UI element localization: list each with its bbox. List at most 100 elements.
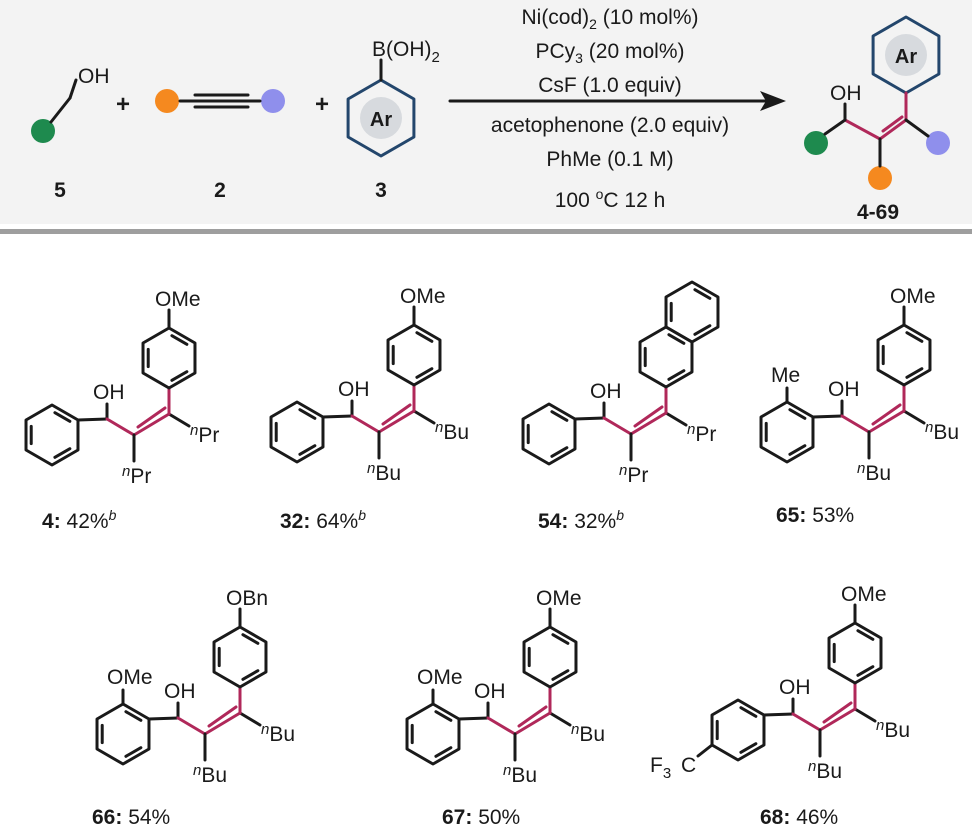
compound-67-upper-aryl-ring-inner-bond: [551, 633, 570, 645]
compound-67-double-bond: [513, 711, 552, 736]
compound-32-upper-aryl-ring: [386, 323, 442, 387]
compound-32-bond-red: [350, 414, 381, 434]
compound-66-ortho-substituent-label: OMe: [107, 666, 153, 689]
compound-66-upper-aryl-ring-inner-bond: [241, 633, 260, 645]
compound-66-alkyl-bond: [238, 711, 262, 727]
reaction-scheme-panel: [0, 0, 972, 224]
compound-65-bond-red: [840, 414, 871, 434]
product-orange-substituent: [868, 166, 892, 190]
compound-54-naphthyl-ring-b-inner-bond: [693, 288, 712, 300]
compound-66-double-bond: [207, 705, 238, 728]
condition-solvent: PhMe (0.1 M): [546, 148, 674, 171]
compound-4-alkyl-label-lower: nPr: [122, 463, 151, 488]
compound-32-upper-aryl-ring-inner-bond: [415, 331, 434, 343]
compound-65-upper-aryl-ring-inner-bond: [905, 367, 924, 379]
compound-65-double-bond: [871, 403, 902, 426]
reagent-3-aryl-ring: [346, 78, 416, 158]
compound-66-left-aryl-ring-inner-bond: [124, 710, 143, 722]
compound-4-left-aryl-ring-inner-bond: [53, 447, 72, 459]
section-divider: [0, 229, 972, 234]
compound-54-bond-red: [602, 416, 633, 436]
compound-4-bond: [76, 417, 109, 422]
compound-54-left-aryl-ring-inner-bond: [550, 410, 569, 422]
compound-68-cf3-label: F3: [650, 754, 671, 782]
compound-65-alkyl-label-right: nBu: [925, 419, 959, 444]
compound-65-double-bond: [867, 409, 906, 434]
compound-54-naphthyl-ring-b-inner-bond: [693, 324, 712, 336]
compound-4-alkyl-label-right: nPr: [190, 422, 219, 447]
compound-67-left-aryl-ring-inner-bond: [434, 710, 453, 722]
compound-67-upper-aryl-ring-inner-bond: [551, 669, 570, 681]
compound-54-left-aryl-ring-inner-bond: [550, 446, 569, 458]
compound-66-bond-red: [176, 716, 207, 736]
compound-65-upper-aryl-ring: [876, 323, 932, 387]
compound-68-cf3-label-c: C: [681, 754, 696, 777]
yield-label-32: 32: 64%b: [280, 507, 367, 533]
compound-68-upper-aryl-ring-inner-bond: [856, 665, 875, 677]
compound-67-alkyl-label-lower: nBu: [503, 762, 537, 787]
compound-4-double-bond: [132, 412, 171, 437]
compound-32-left-aryl-ring-inner-bond: [298, 408, 317, 420]
reagent-5-bond: [49, 96, 72, 124]
compound-67-double-bond: [517, 705, 548, 728]
compound-66-alkyl-label-lower: nBu: [193, 762, 227, 787]
compound-67-bond-red: [486, 716, 517, 736]
compound-54-left-aryl-ring: [521, 402, 577, 466]
compound-68-alkyl-bond: [853, 707, 877, 723]
plus-sign: +: [315, 91, 329, 118]
compound-66-left-aryl-ring: [95, 702, 151, 766]
compound-65-ortho-substituent-label: Me: [771, 364, 800, 387]
compound-4-double-bond: [136, 406, 167, 429]
compound-67-oh-label: OH: [474, 680, 506, 703]
compound-4-bond-red: [105, 417, 136, 437]
compound-32-double-bond: [381, 403, 412, 426]
product-bond-red: [843, 118, 882, 141]
product-ar-badge: [885, 34, 927, 76]
compound-32-para-substituent-label: OMe: [400, 285, 446, 308]
compound-54-double-bond: [633, 405, 664, 428]
compound-4-para-substituent-label: OMe: [155, 288, 201, 311]
product-double-bond: [878, 118, 908, 141]
compound-66-upper-aryl-ring-inner-bond: [241, 669, 260, 681]
compound-54-double-bond: [629, 411, 668, 436]
compound-54-alkyl-label-lower: nPr: [619, 462, 648, 487]
product-bond: [904, 118, 930, 138]
compound-67-bond: [457, 716, 490, 721]
compound-54-oh-label: OH: [590, 380, 622, 403]
compound-32-alkyl-bond: [412, 409, 436, 425]
compound-68-oh-label: OH: [779, 676, 811, 699]
compound-66-alkyl-label-right: nBu: [261, 721, 295, 746]
compound-65-para-substituent-label: OMe: [890, 285, 936, 308]
condition-additive: acetophenone (2.0 equiv): [490, 114, 730, 137]
compound-67-alkyl-label-right: nBu: [571, 721, 605, 746]
compound-4-left-aryl-ring-inner-bond: [53, 411, 72, 423]
compound-66-left-aryl-ring-inner-bond: [124, 746, 143, 758]
compound-68-double-bond: [822, 701, 853, 724]
compound-65-alkyl-bond: [902, 409, 926, 425]
compound-32-upper-aryl-ring-inner-bond: [415, 367, 434, 379]
compound-32-left-aryl-ring-inner-bond: [298, 444, 317, 456]
compound-68-bond: [762, 712, 795, 717]
product-bond: [823, 118, 847, 136]
compound-32-double-bond: [377, 409, 416, 434]
product-id: 4-69: [857, 201, 899, 224]
compound-68-bond-red: [791, 712, 822, 732]
reagent-5-oh-label: OH: [78, 65, 110, 88]
yield-label-66: 66: 54%: [92, 806, 171, 829]
condition-base: CsF (1.0 equiv): [538, 74, 682, 97]
compound-32-alkyl-label-right: nBu: [435, 419, 469, 444]
compound-68-left-aryl-ring-inner-bond: [739, 706, 758, 718]
compound-54-alkyl-bond: [664, 411, 688, 427]
product-purple-substituent: [926, 131, 950, 155]
compound-4-alkyl-bond: [167, 412, 191, 428]
compound-67-left-aryl-ring: [405, 702, 461, 766]
compound-54-naphthyl-ring-a-inner-bond: [667, 369, 686, 381]
compound-4-upper-aryl-ring-inner-bond: [170, 370, 189, 382]
compound-54-naphthyl-ring-b: [664, 280, 720, 344]
compound-68-upper-aryl-ring-inner-bond: [856, 629, 875, 641]
compound-66-bond: [147, 716, 180, 721]
compound-67-ortho-substituent-label: OMe: [417, 666, 463, 689]
compound-32-oh-label: OH: [338, 378, 370, 401]
compound-54-bond: [573, 416, 606, 421]
condition-catalyst: Ni(cod)2 (10 mol%): [521, 6, 699, 33]
